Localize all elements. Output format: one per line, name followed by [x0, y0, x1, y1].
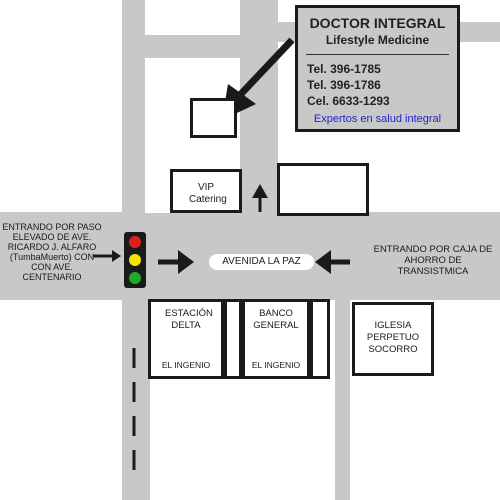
east-bound-arrow: [158, 250, 194, 274]
traffic-light-green-icon: [129, 272, 141, 284]
east-directions-text: ENTRANDO POR CAJA DE AHORRO DE TRANSISTM…: [373, 244, 493, 277]
vip-catering-label: VIP Catering: [189, 182, 227, 205]
building-east-of-arrow: [277, 163, 369, 216]
west-bound-arrow: [315, 250, 350, 274]
street-label-avenida-la-paz: AVENIDA LA PAZ: [209, 254, 314, 270]
business-tagline: Expertos en salud integral: [313, 113, 442, 125]
block-nw: [0, 0, 122, 212]
business-subtitle: Lifestyle Medicine: [325, 33, 430, 47]
phone-tel-1: Tel. 396-1785: [307, 62, 381, 76]
block-n-top: [145, 0, 240, 35]
vip-catering-building: VIP Catering: [170, 169, 242, 213]
target-building: [190, 98, 237, 138]
phone-cel: Cel. 6633-1293: [307, 94, 390, 108]
business-name: DOCTOR INTEGRAL: [309, 15, 446, 31]
estacion-delta-building: ESTACIÓN DELTA EL INGENIO: [148, 299, 224, 379]
traffic-light-red-icon: [129, 236, 141, 248]
traffic-light-yellow-icon: [129, 254, 141, 266]
west-small-arrow: [93, 250, 121, 262]
banco-general-sublabel: EL INGENIO: [251, 360, 301, 370]
banco-general-annex: [310, 299, 330, 379]
banco-general-label: BANCO GENERAL: [253, 308, 299, 331]
estacion-delta-label: ESTACIÓN DELTA: [165, 308, 213, 331]
estacion-delta-sublabel: EL INGENIO: [161, 360, 211, 370]
block-sw: [0, 300, 122, 500]
up-arrow: [252, 184, 268, 212]
estacion-delta-annex: [224, 299, 242, 379]
doctor-integral-card: DOCTOR INTEGRAL Lifestyle Medicine Tel. …: [295, 5, 460, 132]
banco-general-building: BANCO GENERAL EL INGENIO: [242, 299, 310, 379]
iglesia-label: IGLESIA PERPETUO SOCORRO: [366, 320, 420, 355]
west-directions-text: ENTRANDO POR PASO ELEVADO DE AVE. RICARD…: [2, 222, 102, 282]
iglesia-building: IGLESIA PERPETUO SOCORRO: [352, 302, 434, 376]
card-divider: [306, 54, 449, 55]
phone-tel-2: Tel. 396-1786: [307, 78, 381, 92]
traffic-light: [124, 232, 146, 288]
